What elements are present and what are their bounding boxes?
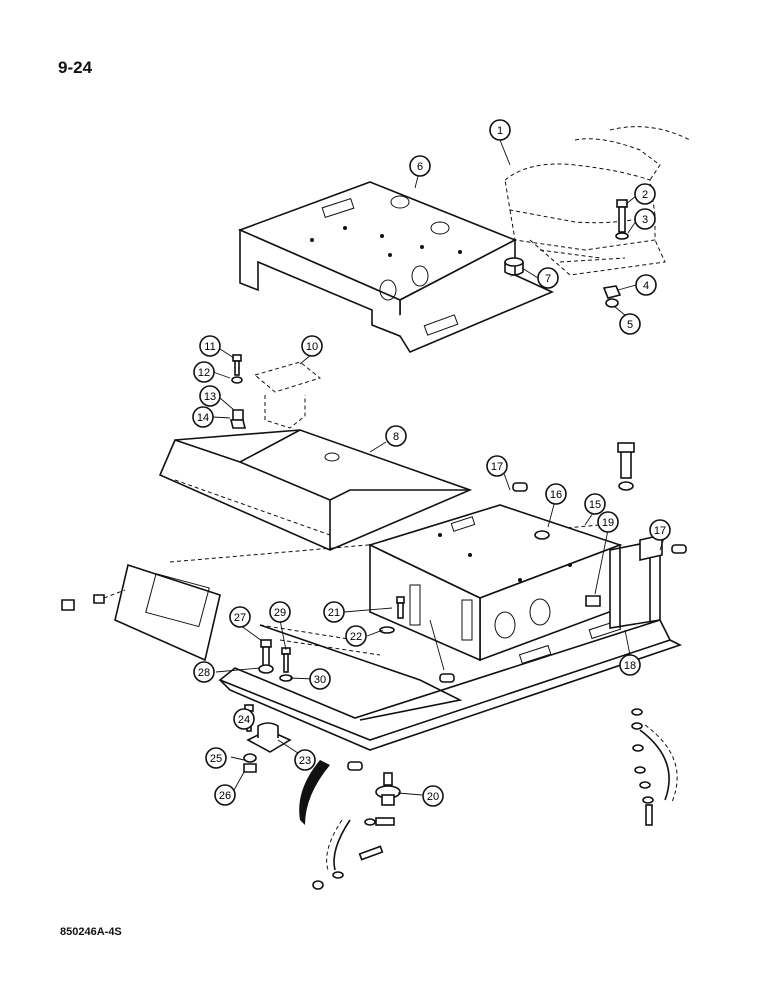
seat-outline [504,126,691,276]
callout-label: 24 [238,714,250,726]
callout-label: 29 [274,607,286,619]
callout-21: 21 [323,601,345,623]
callout-label: 12 [198,367,210,379]
seat-support-plate [237,181,554,354]
callout-26: 26 [214,784,236,806]
callout-label: 2 [642,189,648,201]
control-panel [61,563,221,662]
console-box [367,504,623,662]
callout-28: 28 [193,661,215,683]
callout-label: 14 [197,412,209,424]
callout-label: 27 [234,612,246,624]
callout-20: 20 [422,785,444,807]
callout-13: 13 [199,385,221,407]
mounting-stud [375,772,401,806]
callout-label: 26 [219,790,231,802]
callout-1: 1 [489,119,511,141]
bracket-assembly [229,354,322,429]
callout-29: 29 [269,601,291,623]
floor-cover [158,429,473,551]
callout-8: 8 [385,425,407,447]
callout-11: 11 [199,335,221,357]
side-panel [585,442,663,629]
callouts: 1 2 3 4 5 6 7 8 10 11 12 13 14 15 16 17 … [192,119,671,807]
callout-14: 14 [192,406,214,428]
callout-16: 16 [545,483,567,505]
callout-label: 4 [643,280,649,292]
callout-label: 7 [545,273,551,285]
callout-17a: 17 [486,455,508,477]
callout-7: 7 [537,267,559,289]
detail-tags [347,482,687,771]
callout-label: 10 [306,341,318,353]
callout-label: 23 [299,755,311,767]
callout-label: 11 [204,341,215,353]
callout-label: 30 [314,674,326,686]
page-number: 9-24 [58,58,93,77]
callout-4: 4 [635,274,657,296]
right-ground-strap [631,708,678,826]
callout-12: 12 [193,361,215,383]
callout-label: 17 [491,461,503,473]
callout-6: 6 [409,155,431,177]
mounting-hardware [258,596,405,682]
callout-label: 22 [350,631,362,643]
callout-label: 3 [642,214,648,226]
callout-label: 21 [328,607,340,619]
floor-plate [169,524,683,751]
callout-24: 24 [233,708,255,730]
callout-2: 2 [634,183,656,205]
callout-23: 23 [294,749,316,771]
callout-label: 1 [497,125,503,137]
callout-22: 22 [345,625,367,647]
callout-label: 5 [627,319,633,331]
seat-hardware [602,199,629,308]
callout-15: 15 [584,493,606,515]
drawing-id: 850246A-4S [60,926,122,938]
callout-27: 27 [229,606,251,628]
ground-strap [299,760,395,890]
callout-label: 6 [417,161,423,173]
callout-label: 19 [602,517,614,529]
callout-3: 3 [634,208,656,230]
callout-label: 8 [393,431,399,443]
callout-label: 17 [654,525,666,537]
callout-17b: 17 [649,519,671,541]
callout-5: 5 [619,313,641,335]
callout-label: 13 [204,391,216,403]
callout-19: 19 [597,511,619,533]
callout-25: 25 [205,747,227,769]
callout-18: 18 [619,654,641,676]
callout-label: 15 [589,499,601,511]
callout-label: 16 [550,489,562,501]
callout-30: 30 [309,668,331,690]
callout-label: 25 [210,753,222,765]
callout-label: 18 [624,660,636,672]
callout-label: 20 [427,791,439,803]
callout-label: 28 [198,667,210,679]
callout-10: 10 [301,335,323,357]
